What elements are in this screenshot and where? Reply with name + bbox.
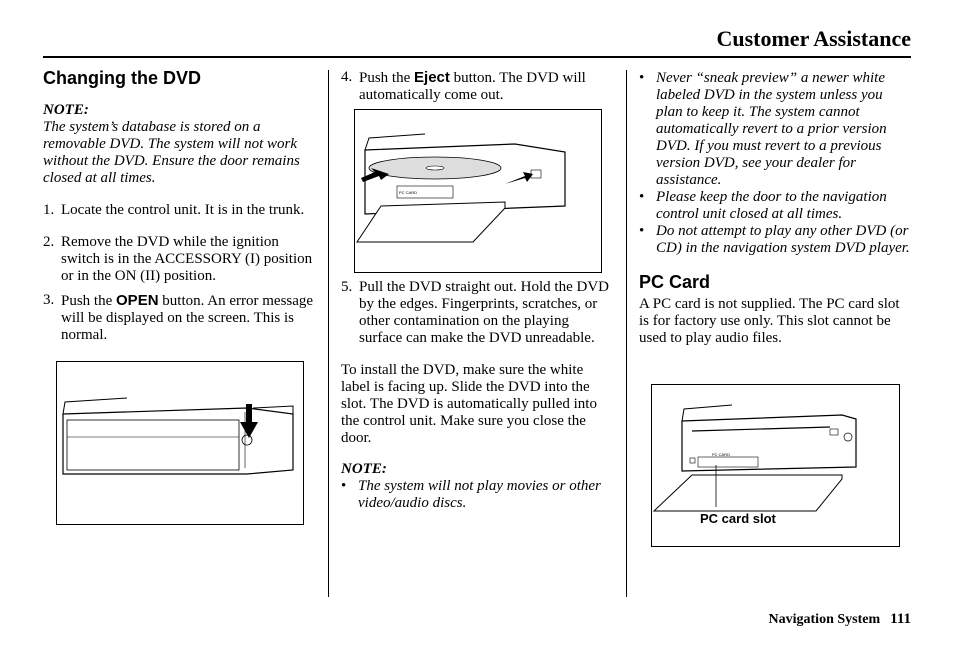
header-rule [43, 56, 911, 58]
step-3: 3. Push the OPEN button. An error messag… [43, 292, 314, 343]
page-footer: Navigation System 111 [769, 611, 911, 628]
column-divider-1 [328, 70, 329, 597]
figure-pc-card-text-2: PC CARD [712, 452, 730, 457]
section-heading-changing-dvd: Changing the DVD [43, 68, 201, 88]
step-5: 5. Pull the DVD straight out. Hold the D… [341, 279, 609, 346]
column-3: • Never “sneak preview” a newer white la… [639, 70, 911, 347]
bullet-sneak-preview: • Never “sneak preview” a newer white la… [639, 70, 887, 188]
step-1: 1. Locate the control unit. It is in the… [43, 202, 305, 218]
figure-caption-pc-card-slot: PC card slot [700, 511, 776, 526]
note-label-2: NOTE: [341, 461, 387, 477]
page-number: 111 [890, 611, 911, 627]
footer-label: Navigation System [768, 612, 881, 627]
pc-card-paragraph: A PC card is not supplied. The PC card s… [639, 296, 900, 346]
control-unit-illustration [62, 397, 294, 475]
note-text: The system’s database is stored on a rem… [43, 119, 300, 186]
column-divider-2 [626, 70, 627, 597]
open-button-label: OPEN [116, 292, 159, 309]
column-1: Changing the DVD NOTE: The system’s data… [43, 67, 318, 344]
figure-control-unit-open-button [56, 361, 304, 525]
note-label: NOTE: [43, 102, 89, 118]
dvd-eject-illustration: PC CARD [356, 133, 566, 243]
pc-card-slot-illustration: PC CARD [652, 404, 857, 512]
pull-arrow-icon [361, 168, 389, 182]
push-arrow-icon [505, 172, 533, 184]
down-arrow-icon [240, 404, 258, 438]
figure-pc-card-slot: PC CARD PC card slot [651, 384, 900, 547]
step-4: 4. Push the Eject button. The DVD will a… [341, 69, 586, 103]
figure-pc-card-text: PC CARD [399, 190, 417, 195]
page-header-title: Customer Assistance [716, 26, 911, 51]
note-bullet: • The system will not play movies or oth… [341, 478, 601, 511]
section-heading-pc-card: PC Card [639, 272, 711, 292]
figure-dvd-eject: PC CARD [354, 109, 602, 273]
bullet-no-other-dvd: • Do not attempt to play any other DVD (… [639, 223, 910, 256]
eject-button-label: Eject [414, 69, 450, 86]
column-2-lower: 5. Pull the DVD straight out. Hold the D… [341, 279, 613, 512]
column-2: 4. Push the Eject button. The DVD will a… [341, 69, 613, 104]
bullet-keep-door-closed: • Please keep the door to the navigation… [639, 189, 887, 222]
step-2: 2. Remove the DVD while the ignition swi… [43, 234, 313, 284]
install-paragraph: To install the DVD, make sure the white … [341, 362, 597, 446]
